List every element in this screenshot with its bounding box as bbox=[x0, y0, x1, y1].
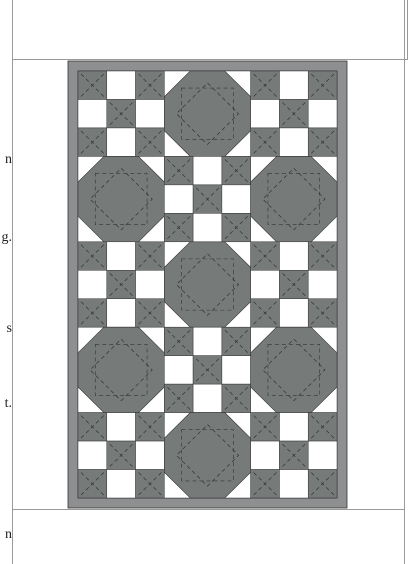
light-square bbox=[193, 384, 222, 412]
light-square bbox=[251, 270, 280, 298]
light-square bbox=[164, 356, 193, 384]
light-square bbox=[107, 413, 136, 441]
light-square bbox=[279, 413, 308, 441]
light-square bbox=[107, 128, 136, 156]
light-square bbox=[136, 441, 165, 469]
light-square bbox=[308, 99, 337, 127]
light-square bbox=[308, 270, 337, 298]
light-square bbox=[193, 156, 222, 184]
light-square bbox=[279, 299, 308, 327]
light-square bbox=[279, 128, 308, 156]
light-square bbox=[107, 242, 136, 270]
light-square bbox=[279, 71, 308, 99]
light-square bbox=[222, 185, 251, 213]
light-square bbox=[78, 441, 107, 469]
light-square bbox=[251, 441, 280, 469]
light-square bbox=[136, 270, 165, 298]
snowball-octagon bbox=[164, 71, 250, 156]
snowball-octagon bbox=[78, 327, 164, 412]
light-square bbox=[279, 470, 308, 498]
light-square bbox=[193, 327, 222, 355]
snowball-octagon bbox=[251, 156, 337, 241]
light-square bbox=[107, 299, 136, 327]
light-square bbox=[78, 99, 107, 127]
light-square bbox=[78, 270, 107, 298]
light-square bbox=[107, 71, 136, 99]
light-square bbox=[193, 213, 222, 241]
light-square bbox=[164, 185, 193, 213]
light-square bbox=[107, 470, 136, 498]
light-square bbox=[308, 441, 337, 469]
snowball-octagon bbox=[164, 413, 250, 498]
light-square bbox=[279, 242, 308, 270]
snowball-octagon bbox=[164, 242, 250, 327]
snowball-octagon bbox=[78, 156, 164, 241]
light-square bbox=[251, 99, 280, 127]
snowball-octagon bbox=[251, 327, 337, 412]
light-square bbox=[136, 99, 165, 127]
light-square bbox=[222, 356, 251, 384]
